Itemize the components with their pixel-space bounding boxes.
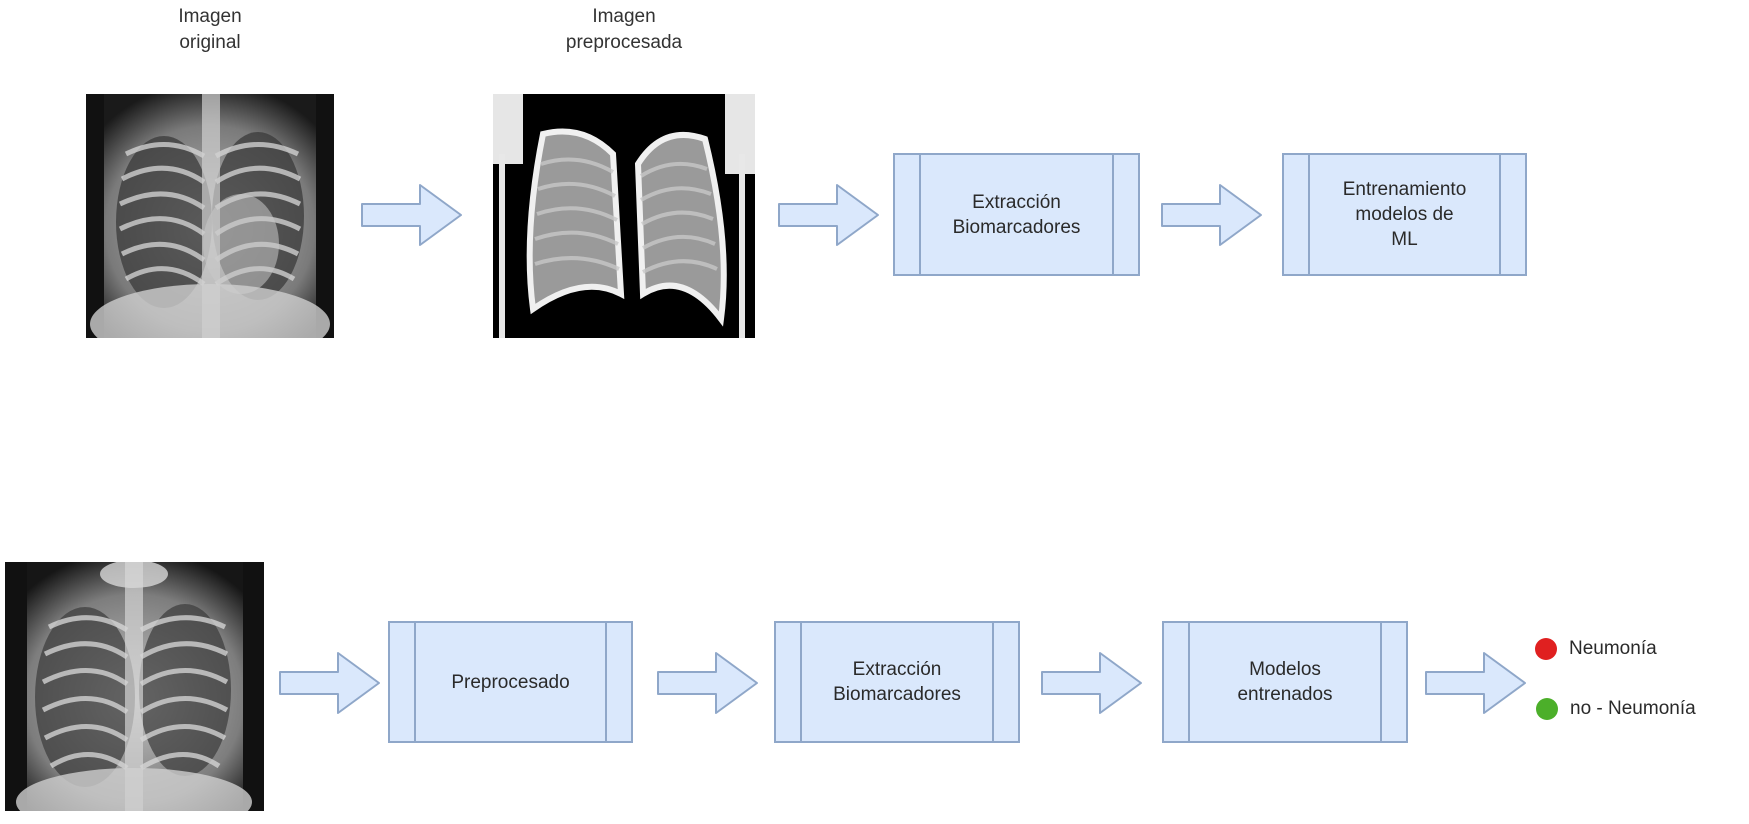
step-preprocessing: Preprocesado [388, 621, 633, 743]
step-label: Entrenamiento modelos de ML [1342, 179, 1467, 250]
arrow-right-icon [657, 652, 758, 714]
step-biomarker-extraction: Extracción Biomarcadores [893, 153, 1140, 276]
step-ml-model-training: Entrenamiento modelos de ML [1282, 153, 1527, 276]
step-label: Extracción Biomarcadores [833, 659, 961, 705]
output-label: no - Neumonía [1570, 698, 1696, 719]
output-no-pneumonia: no - Neumonía [1536, 698, 1696, 720]
preprocessed-xray-image [493, 94, 755, 338]
preprocessed-image-caption: Imagen preprocesada [565, 6, 683, 53]
arrow-right-icon [1041, 652, 1142, 714]
step-biomarker-extraction-inference: Extracción Biomarcadores [774, 621, 1020, 743]
step-label: Extracción Biomarcadores [952, 191, 1081, 238]
step-label: Modelos entrenados [1237, 659, 1333, 705]
arrow-right-icon [1425, 652, 1526, 714]
output-pneumonia: Neumonía [1535, 638, 1657, 660]
output-label: Neumonía [1569, 638, 1657, 659]
arrow-right-icon [279, 652, 380, 714]
arrow-right-icon [361, 184, 462, 246]
input-xray-image [5, 562, 264, 811]
step-trained-models: Modelos entrenados [1162, 621, 1408, 743]
arrow-right-icon [778, 184, 879, 246]
step-label: Preprocesado [451, 671, 570, 693]
original-xray-image [86, 94, 334, 338]
green-dot-icon [1536, 698, 1558, 720]
arrow-right-icon [1161, 184, 1262, 246]
original-image-caption: Imagen original [178, 6, 242, 53]
red-dot-icon [1535, 638, 1557, 660]
